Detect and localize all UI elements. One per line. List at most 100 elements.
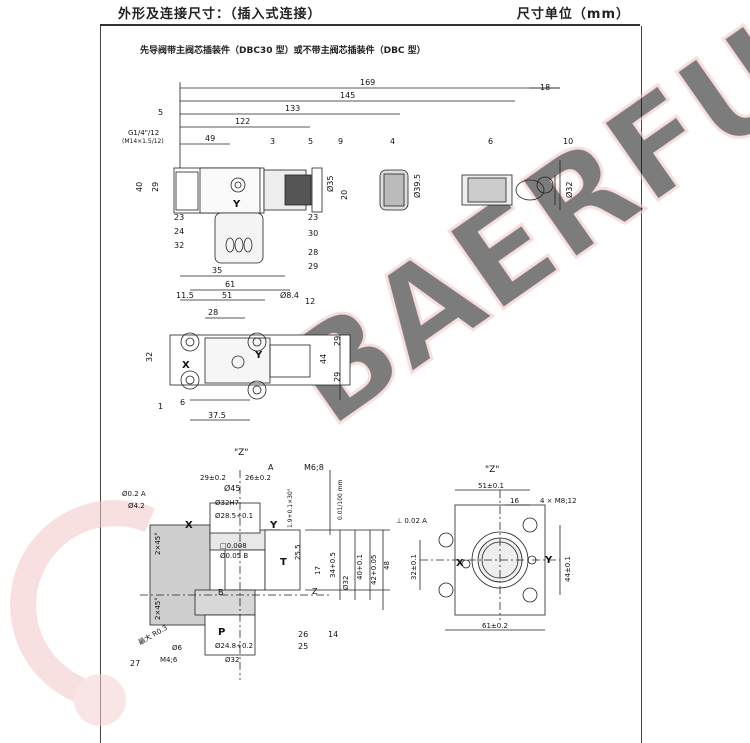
callout-4: 4 (390, 137, 395, 146)
perp-tol: ⊥ 0.02 A (396, 517, 427, 525)
port-x-sec: X (185, 520, 193, 531)
dim-6: Ø6 (172, 644, 183, 652)
dim-39: Ø39.5 (412, 174, 422, 198)
dim-40: 40 (135, 182, 144, 192)
thread-m4: M4;6 (160, 656, 178, 664)
dim-32h7: Ø32H7 (215, 499, 239, 507)
dim-5: 5 (158, 108, 163, 117)
header-bar: 外形及连接尺寸：（插入式连接） 尺寸单位（mm） (100, 0, 640, 26)
dim-34: 34+0.5 (329, 552, 337, 578)
datum-a: A (268, 463, 274, 472)
dim-11-5: 11.5 (176, 291, 194, 300)
vz-dim-16: 16 (510, 497, 519, 505)
callout-10: 10 (563, 137, 573, 146)
vz-dim-51: 51±0.1 (478, 482, 504, 490)
dim-169: 169 (360, 78, 375, 87)
vz-thread: 4 × M8;12 (540, 497, 577, 505)
tol-0-2: Ø0.2 A (122, 490, 146, 498)
callout-5: 5 (308, 137, 313, 146)
callout-9: 9 (338, 137, 343, 146)
dim-28: 28 (208, 308, 218, 317)
dim-40-tol: 40+0.1 (356, 554, 364, 580)
port-y-top: Y (232, 199, 241, 210)
view-z-title: "Z" (485, 465, 499, 475)
dim-42-tol: 42+0.05 (370, 555, 378, 585)
dim-24-8: Ø24.8+0.2 (215, 642, 253, 650)
dim-133: 133 (285, 104, 300, 113)
callout-1: 1 (158, 402, 163, 411)
dim-35: Ø35 (325, 176, 335, 192)
view-z-marker: "Z" (234, 448, 248, 458)
vz-dim-61: 61±0.2 (482, 622, 508, 630)
datum-z: Z (312, 587, 318, 596)
dim-145: 145 (340, 91, 355, 100)
dim-17: 17 (314, 566, 322, 575)
dim-20: 20 (340, 190, 349, 200)
radius: 最大 R0.3 (137, 623, 169, 647)
port-t: T (280, 557, 287, 568)
dim-29a: 29 (333, 336, 342, 346)
callout-30: 30 (308, 229, 318, 238)
page-frame (100, 26, 642, 743)
chamfer-1: 2×45° (154, 532, 162, 555)
dim-32b: 32 (145, 352, 154, 362)
dim-28-5: Ø28.5+0.1 (215, 512, 253, 520)
thread: G1/4"/12 (128, 129, 159, 137)
dim-45: Ø45 (224, 483, 240, 493)
callout-27: 27 (130, 659, 140, 668)
callout-28: 28 (308, 248, 318, 257)
flatness: □0.008 (220, 542, 247, 550)
dim-51: 51 (222, 291, 232, 300)
dim-48: 48 (383, 561, 391, 570)
dim-44: 44 (319, 354, 328, 364)
header-title: 外形及连接尺寸：（插入式连接） (118, 7, 322, 22)
port-p: P (218, 627, 225, 638)
callout-6: 6 (488, 137, 493, 146)
subtitle: 先导阀带主阀芯插装件（DBC30 型）或不带主阀芯插装件（DBC 型） (140, 46, 426, 56)
callout-26: 26 (298, 630, 308, 639)
dim-35b: 35 (212, 266, 222, 275)
thread-2: (M14×1.5/12) (122, 138, 164, 145)
dim-32d: Ø32 (225, 656, 239, 664)
dim-29-tol: 29±0.2 (200, 474, 226, 482)
header-unit: 尺寸单位（mm） (516, 7, 630, 22)
angle-dim: 1.9+0.1×30° (287, 488, 294, 528)
vz-port-y: Y (544, 555, 553, 566)
chamfer-2: 2×45° (154, 597, 162, 620)
dim-32: Ø32 (564, 182, 574, 198)
dim-8-4: Ø8.4 (280, 290, 299, 300)
dim-32c: Ø32 (342, 576, 350, 590)
callout-14: 14 (328, 630, 338, 639)
dim-25-5: 25.5 (294, 544, 302, 560)
callout-23a: 23 (174, 213, 184, 222)
vz-port-x: X (456, 558, 464, 569)
callout-12: 12 (305, 297, 315, 306)
callout-6b: 6 (180, 398, 185, 407)
port-y-sec: Y (269, 520, 278, 531)
callout-3: 3 (270, 137, 275, 146)
position-tol: Ø0.05 B (220, 552, 248, 560)
thread-m6: M6;8 (304, 463, 324, 472)
dim-26-tol: 26±0.2 (245, 474, 271, 482)
port-y-mid: Y (254, 350, 263, 361)
tol-0-01: 0.01/100 mm (337, 479, 344, 520)
dim-49: 49 (205, 134, 215, 143)
vz-dim-32: 32±0.1 (410, 554, 418, 580)
callout-32: 32 (174, 241, 184, 250)
callout-23b: 23 (308, 213, 318, 222)
vz-dim-44: 44±0.1 (564, 556, 572, 582)
dim-61: 61 (225, 280, 235, 289)
callout-24: 24 (174, 227, 184, 236)
port-b: B (218, 588, 224, 597)
dim-18: 18 (540, 83, 550, 92)
callout-29: 29 (308, 262, 318, 271)
dim-37-5: 37.5 (208, 411, 226, 420)
dim-29: 29 (151, 182, 160, 192)
dim-29b: 29 (333, 372, 342, 382)
dim-122: 122 (235, 117, 250, 126)
dim-4-2: Ø4.2 (128, 502, 145, 510)
callout-25: 25 (298, 642, 308, 651)
port-x-mid: X (182, 360, 190, 371)
